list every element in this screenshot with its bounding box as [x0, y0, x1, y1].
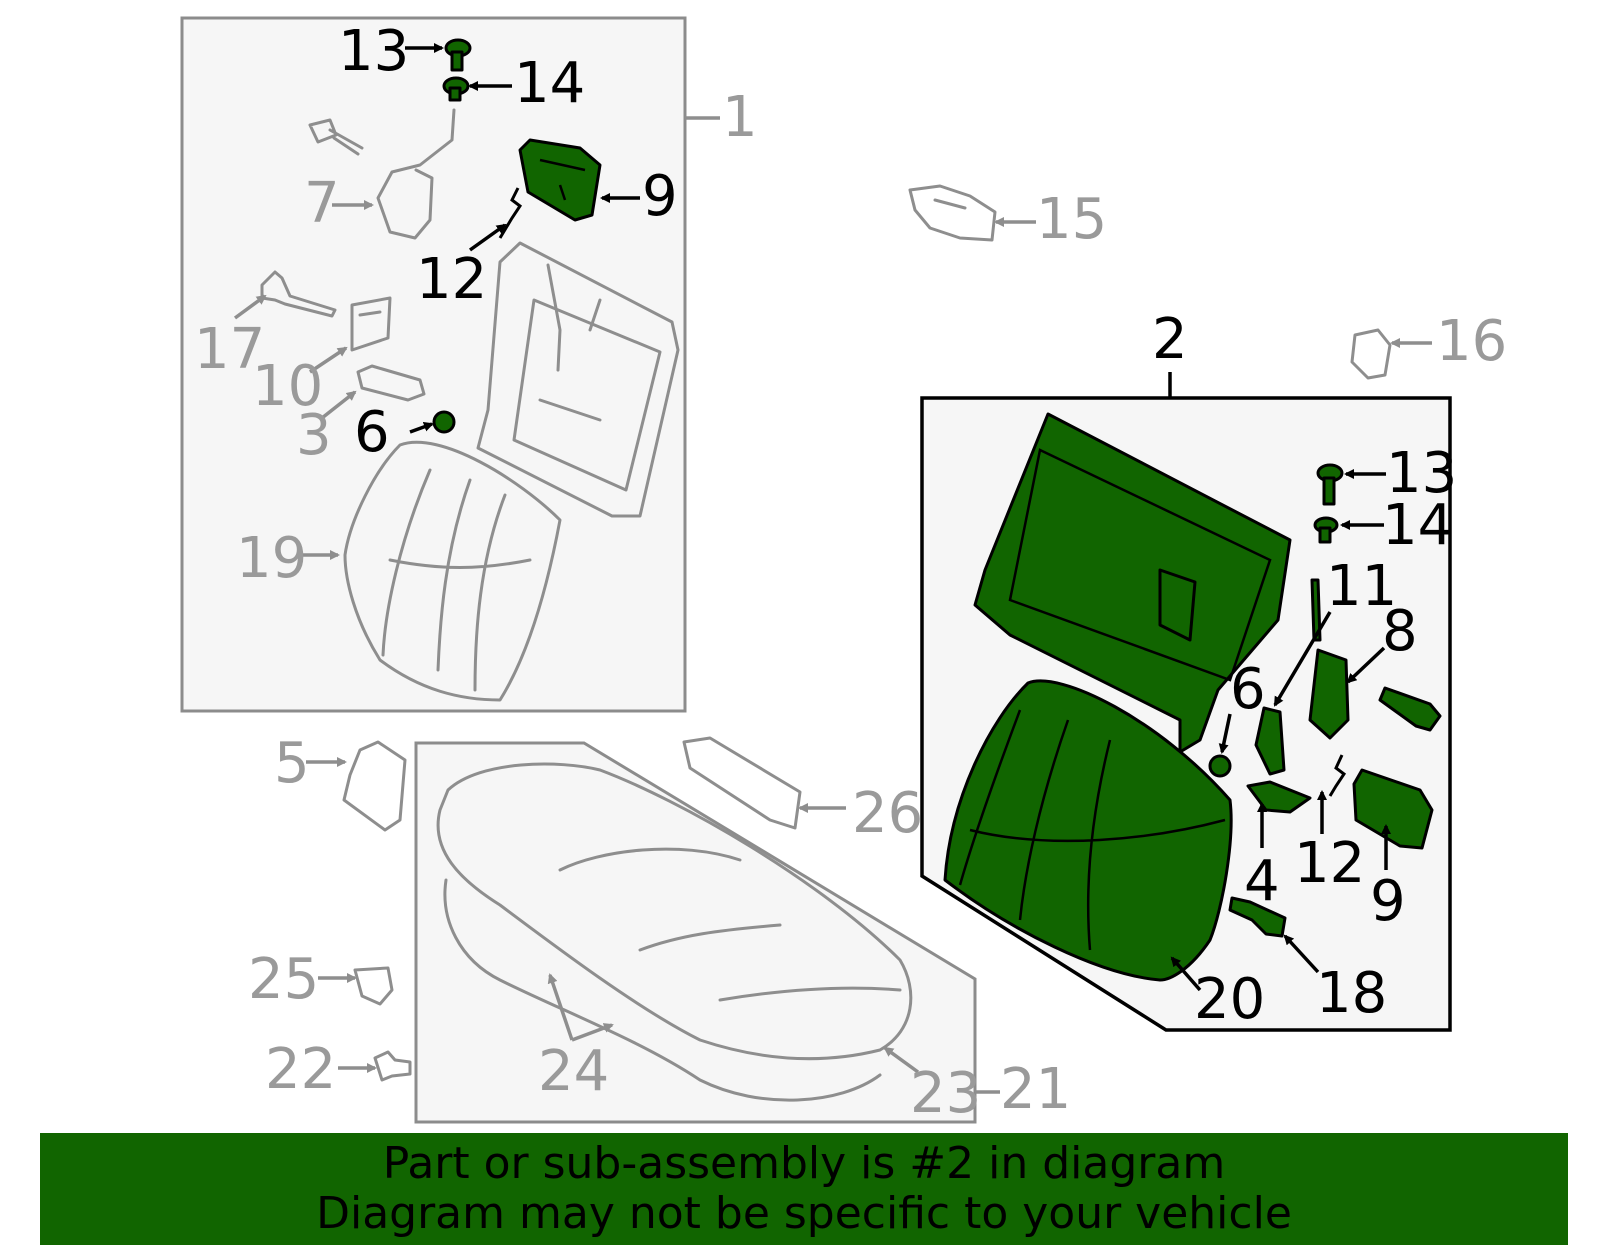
seatback-cover: [343, 440, 562, 702]
hinge-8: [1308, 648, 1350, 740]
callout-4: 4: [1244, 849, 1280, 914]
callout-14-box2: 14: [1382, 493, 1453, 558]
bracket-7: [376, 108, 456, 240]
spring-12-box2: [1328, 754, 1347, 797]
bolt-13-box2: [1316, 463, 1344, 506]
callout-5: 5: [274, 731, 310, 796]
callout-13: 13: [338, 19, 409, 84]
callout-21: 21: [1000, 1057, 1071, 1122]
seatback-cover-20: [943, 679, 1233, 982]
callout-19: 19: [236, 526, 307, 591]
clip-6-box2: [1208, 754, 1232, 778]
assembly-box-21: [414, 741, 1000, 1124]
callout-12: 12: [416, 247, 487, 312]
clip-16: [1350, 328, 1392, 380]
seatback-frame: [476, 241, 680, 518]
assembly-box-1: [180, 16, 720, 713]
callout-9-box2: 9: [1370, 869, 1406, 934]
callout-20: 20: [1194, 967, 1265, 1032]
seat-cushion: [436, 762, 913, 1102]
nut-14-box2: [1313, 516, 1339, 544]
bracket-18: [1228, 896, 1287, 938]
nut-14-box1: [442, 76, 470, 102]
latch-9-box1: [518, 138, 602, 222]
callout-24: 24: [538, 1039, 609, 1104]
callout-22: 22: [265, 1037, 336, 1102]
callout-25: 25: [248, 947, 319, 1012]
callout-17: 17: [194, 317, 265, 382]
callout-14: 14: [514, 51, 585, 116]
callout-8: 8: [1382, 599, 1418, 664]
callout-23: 23: [910, 1061, 981, 1126]
latch-9-box2: [1352, 768, 1434, 850]
bolt-13-box1: [444, 38, 472, 72]
callout-1: 1: [722, 85, 758, 150]
callout-26: 26: [852, 781, 923, 846]
bracket-10: [350, 296, 392, 352]
callout-18: 18: [1316, 961, 1387, 1026]
callout-2: 2: [1152, 307, 1188, 372]
clip-6-box1: [432, 410, 456, 434]
callout-6-box2: 6: [1230, 657, 1266, 722]
callout-11: 11: [1326, 554, 1397, 619]
banner-line-2: Diagram may not be specific to your vehi…: [316, 1188, 1292, 1239]
bolt: [308, 118, 364, 156]
banner-line-1: Part or sub-assembly is #2 in diagram: [382, 1138, 1226, 1189]
bracket-17: [260, 270, 337, 318]
callout-9: 9: [642, 164, 678, 229]
bracket-15: [908, 184, 997, 242]
clip-22: [373, 1050, 412, 1082]
callout-3: 3: [296, 403, 332, 468]
callout-16: 16: [1436, 309, 1507, 374]
bracket-26: [682, 736, 802, 830]
callout-6: 6: [354, 400, 390, 465]
callout-labels: 13 14 1 9 7 12 15 17 10 3 6 19 2 16 13 1…: [194, 19, 1507, 1126]
bracket-6-box2: [1254, 706, 1286, 776]
bracket-5: [342, 740, 407, 832]
bolt-right: [1378, 686, 1442, 732]
rod-11: [1310, 578, 1322, 642]
leader-lines: [233, 43, 1432, 1074]
callout-15: 15: [1036, 187, 1107, 252]
callout-12-box2: 12: [1294, 831, 1365, 896]
grommet-25: [353, 966, 394, 1006]
info-banner: Part or sub-assembly is #2 in diagram Di…: [40, 1133, 1568, 1245]
bracket-3: [356, 364, 426, 402]
callout-10: 10: [252, 354, 323, 419]
callout-7: 7: [304, 171, 340, 236]
callout-13-box2: 13: [1386, 441, 1457, 506]
